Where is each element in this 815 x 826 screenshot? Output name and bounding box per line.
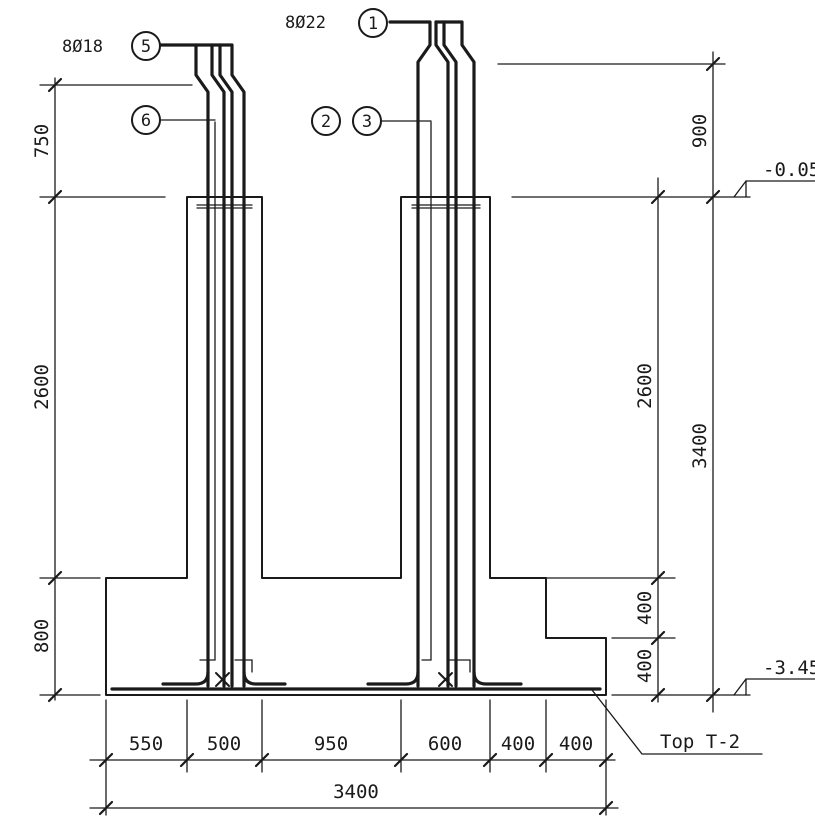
left-inner-bar-6	[199, 121, 216, 661]
right-bar-label: 8Ø22	[285, 13, 326, 33]
left-bar-2	[210, 43, 226, 688]
level-bottom-symbol	[733, 678, 815, 696]
right-inner-bar-b	[447, 659, 471, 673]
dim-left-2600: 2600	[31, 364, 53, 410]
dim-right-3400: 3400	[689, 423, 711, 469]
dim-left-750: 750	[31, 124, 53, 158]
left-tick-2	[47, 189, 63, 205]
dim-right-400-bottom: 400	[634, 649, 656, 683]
dim-bottom-600: 600	[428, 733, 462, 755]
level-markers: -0.05 -3.45	[733, 159, 815, 696]
right-dimensions: 2600 400 400 900 3400	[497, 51, 751, 713]
bottom-tick-0	[98, 752, 114, 768]
right-bar-3	[442, 20, 458, 688]
dim-bottom-400-b: 400	[559, 733, 593, 755]
dim-bottom-950: 950	[314, 733, 348, 755]
dim-right-400-top: 400	[634, 591, 656, 625]
dim-bottom-500: 500	[207, 733, 241, 755]
left-inner-bar-6b	[234, 659, 253, 673]
right-outer-tick-1	[705, 56, 721, 72]
left-cross-mark-b	[215, 672, 230, 687]
right-inner-tick-1	[650, 189, 666, 205]
right-column-bars	[366, 20, 523, 688]
note-callout: Top T-2	[591, 689, 763, 755]
right-bar-hook-right	[472, 670, 523, 686]
left-column-bars	[158, 43, 287, 688]
left-tick-1	[47, 77, 63, 93]
mark-1: 1	[368, 14, 378, 34]
dim-right-2600: 2600	[634, 363, 656, 409]
left-tick-3	[47, 570, 63, 586]
note-leader	[591, 689, 763, 755]
note-label: Top T-2	[660, 731, 740, 753]
right-outer-tick-3	[705, 687, 721, 703]
mark-5: 5	[141, 37, 151, 57]
left-bar-label: 8Ø18	[62, 37, 103, 57]
right-bar-1	[388, 20, 432, 688]
level-bottom: -3.45	[763, 657, 815, 679]
bottom-tick-4	[482, 752, 498, 768]
left-bar-hook-right	[242, 670, 287, 686]
level-top: -0.05	[763, 159, 815, 181]
mark-6: 6	[141, 111, 151, 131]
right-bar-hook-left	[366, 670, 420, 686]
concrete-outline	[105, 196, 607, 696]
mark-2: 2	[321, 112, 331, 132]
dim-bottom-400-a: 400	[501, 733, 535, 755]
right-inner-tick-4	[650, 687, 666, 703]
bottom-total-tick-right	[598, 800, 614, 816]
level-top-symbol	[733, 180, 815, 198]
bottom-dimensions: 550 500 950 600 400 400 3400	[89, 699, 619, 816]
mark-3: 3	[362, 112, 372, 132]
dim-left-800: 800	[31, 619, 53, 653]
mark-circle-2	[311, 106, 341, 136]
mark-circle-1	[358, 8, 388, 38]
bottom-total-tick-left	[98, 800, 114, 816]
bar-marks: 8Ø22 1 8Ø18 5 6 2 3	[62, 8, 432, 136]
bottom-tick-5	[538, 752, 554, 768]
right-outer-tick-2	[705, 189, 721, 205]
left-dimensions: 750 2600 800	[31, 77, 193, 703]
right-bar-2	[434, 20, 450, 688]
left-bar-1	[158, 43, 210, 688]
bottom-tick-1	[179, 752, 195, 768]
left-bar-4	[194, 43, 246, 688]
right-inner-tick-3	[650, 630, 666, 646]
dim-bottom-3400: 3400	[333, 781, 379, 803]
bottom-tick-2	[254, 752, 270, 768]
dim-bottom-550: 550	[129, 733, 163, 755]
left-bar-hook-left	[161, 670, 210, 686]
bottom-tick-6	[598, 752, 614, 768]
right-inner-tick-2	[650, 570, 666, 586]
dim-right-900: 900	[689, 114, 711, 148]
right-cross-mark-b	[438, 672, 453, 687]
right-bar-4	[434, 20, 476, 688]
bottom-tick-3	[393, 752, 409, 768]
right-inner-bar-2-3	[421, 121, 432, 661]
mark-circle-5	[131, 31, 161, 61]
left-tick-4	[47, 687, 63, 703]
left-bar-3	[218, 43, 234, 688]
footing-outline	[105, 196, 607, 696]
